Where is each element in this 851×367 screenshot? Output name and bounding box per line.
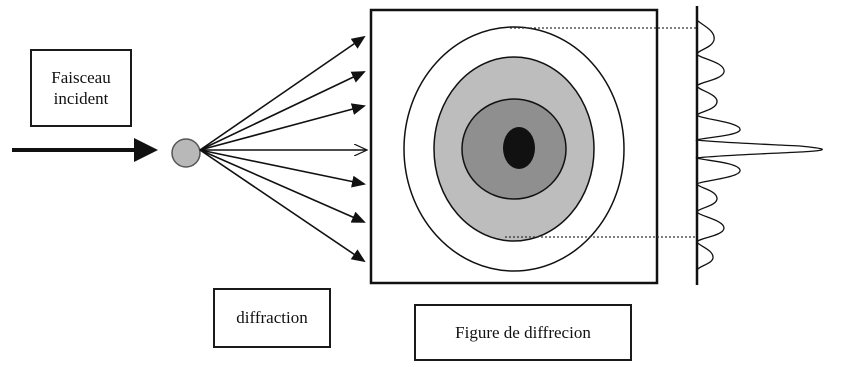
- intensity-profile-curve: [697, 20, 822, 270]
- diffracted-ray: [200, 106, 364, 150]
- diffraction-screen: [371, 10, 657, 283]
- diffraction-label-text: diffraction: [236, 307, 307, 328]
- incident-beam-arrow: [12, 138, 158, 162]
- diffraction-figure-label: Figure de diffrecion: [414, 304, 632, 361]
- diffraction-label: diffraction: [213, 288, 331, 348]
- diffracted-ray: [200, 72, 364, 150]
- diffracted-rays: [200, 37, 366, 261]
- figure-label-text: Figure de diffrecion: [455, 322, 591, 343]
- diffracted-ray: [200, 37, 364, 150]
- scattering-sphere: [172, 139, 200, 167]
- incident-label-line1: Faisceau: [51, 67, 110, 88]
- diffracted-ray: [200, 150, 364, 222]
- incident-label-line2: incident: [54, 88, 109, 109]
- central-spot: [503, 127, 535, 169]
- incident-beam-label: Faisceau incident: [30, 49, 132, 127]
